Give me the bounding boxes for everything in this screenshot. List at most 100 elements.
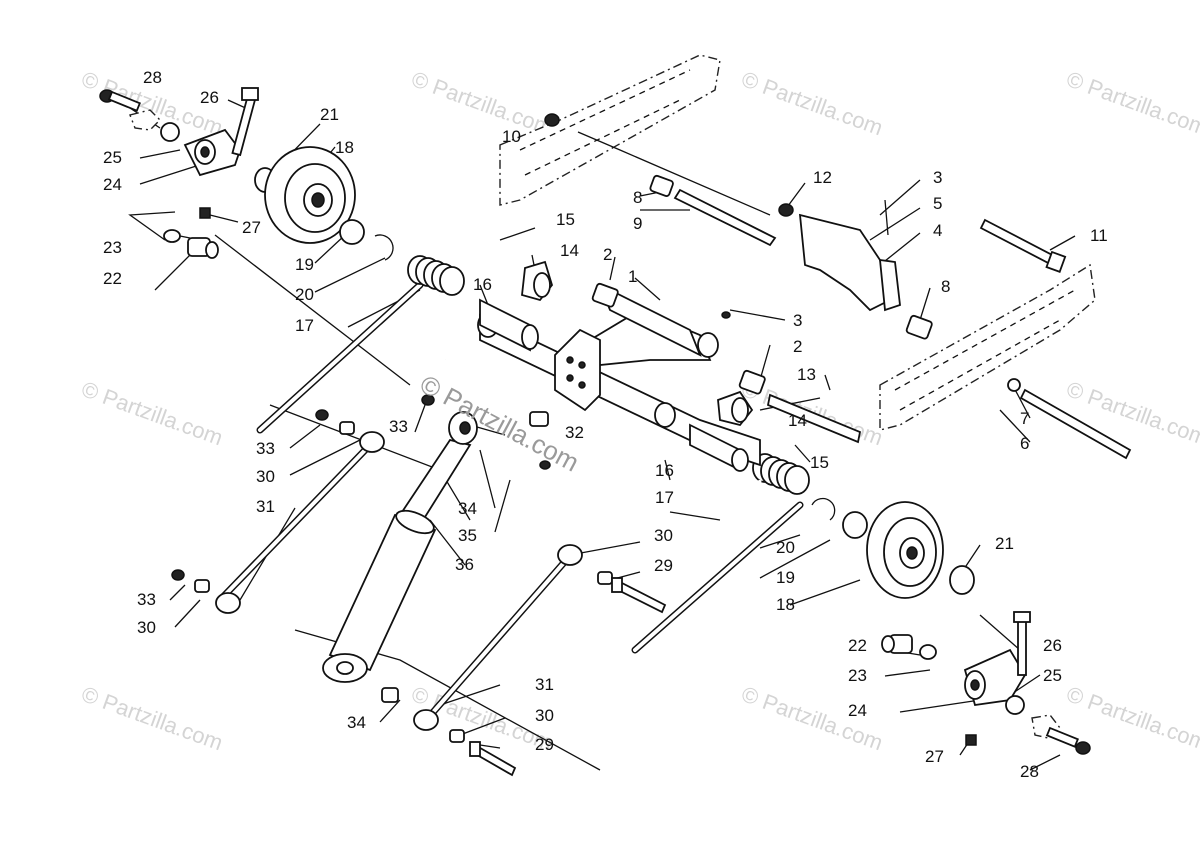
bushing-2-lower	[738, 369, 766, 395]
fitting-3	[721, 311, 731, 319]
axle-bracket-24-left	[183, 128, 242, 177]
spring-17-left	[256, 255, 465, 434]
callout-number: 20	[295, 285, 314, 304]
nut-12	[778, 203, 794, 217]
bumper-14-upper	[521, 260, 553, 302]
spring-17-right	[631, 453, 810, 654]
bolt-28-right	[1045, 726, 1091, 755]
leader-lines	[114, 97, 1076, 771]
rail-shaft-9	[649, 174, 777, 247]
callout-number: 14	[788, 411, 807, 430]
bushing-16-lower	[689, 423, 749, 472]
spacer-25-right	[1005, 695, 1025, 715]
nut-27-right	[965, 734, 977, 746]
watermark: © Partzilla.com	[1063, 66, 1200, 140]
callout-number: 30	[654, 526, 673, 545]
bushing-16-upper	[479, 298, 539, 352]
callout-number: 14	[560, 241, 579, 260]
callout-number: 9	[633, 214, 642, 233]
callout-number: 34	[458, 499, 477, 518]
callout-number: 36	[455, 555, 474, 574]
callout-number: 33	[137, 590, 156, 609]
spacer-25-left	[160, 122, 180, 142]
idler-wheel-18-left	[264, 146, 356, 244]
idler-wheel-18-right	[866, 501, 944, 599]
link-31-upper	[215, 431, 385, 614]
callout-number: 30	[535, 706, 554, 725]
slide-rail-upper	[499, 54, 721, 206]
callout-number: 32	[565, 423, 584, 442]
bolt-26-right	[1013, 611, 1031, 676]
watermark: © Partzilla.com	[1063, 376, 1200, 450]
callout-number: 31	[535, 675, 554, 694]
callout-number: 7	[1020, 409, 1029, 428]
callout-number: 22	[848, 636, 867, 655]
washer-23-left	[163, 229, 181, 243]
callout-number: 27	[925, 747, 944, 766]
bumper-14-lower	[717, 390, 754, 427]
callout-number: 19	[295, 255, 314, 274]
washer-left	[129, 109, 161, 131]
snap-ring-20-right	[811, 497, 836, 521]
small-hardware	[171, 394, 667, 777]
callout-number: 1	[628, 267, 637, 286]
nut-27-left	[199, 207, 211, 219]
callout-number: 26	[1043, 636, 1062, 655]
bearing-19-right	[842, 511, 868, 539]
callout-number: 15	[810, 453, 829, 472]
watermark: © Partzilla.com	[408, 66, 556, 140]
callout-number: 21	[320, 105, 339, 124]
bolt-28-left	[99, 89, 141, 112]
callout-number: 23	[848, 666, 867, 685]
callout-number: 31	[256, 497, 275, 516]
cap-22-right	[881, 634, 913, 654]
bearing-19-left	[339, 219, 365, 245]
watermark: © Partzilla.com	[78, 681, 226, 755]
callout-number: 25	[1043, 666, 1062, 685]
callout-number: 3	[793, 311, 802, 330]
callout-number: 35	[458, 526, 477, 545]
snap-ring-20-left	[374, 234, 394, 261]
shock-absorber-36	[322, 411, 478, 683]
bolt-6	[1007, 378, 1132, 460]
idler-wheel-assembly-right	[811, 497, 1091, 755]
watermark: © Partzilla.com	[78, 376, 226, 450]
callout-number: 21	[995, 534, 1014, 553]
bolt-11	[979, 218, 1067, 273]
callout-number: 19	[776, 568, 795, 587]
callout-number: 24	[103, 175, 122, 194]
callout-number: 20	[776, 538, 795, 557]
callout-number: 6	[1020, 434, 1029, 453]
callout-number: 3	[933, 168, 942, 187]
callout-number: 10	[502, 127, 521, 146]
callout-number: 27	[242, 218, 261, 237]
cap-22-left	[187, 237, 219, 259]
callout-number: 11	[1090, 226, 1108, 245]
nut-10	[544, 113, 560, 127]
callout-number: 17	[655, 488, 674, 507]
callout-number: 2	[603, 245, 612, 264]
callout-number: 18	[335, 138, 354, 157]
callout-number: 30	[137, 618, 156, 637]
link-31-lower	[413, 544, 583, 731]
callout-number: 18	[776, 595, 795, 614]
callout-number: 24	[848, 701, 867, 720]
callout-labels: 28 26 21 18 25 24 27 23 22 19 20 17 10 8…	[103, 68, 1108, 781]
callout-number: 33	[389, 417, 408, 436]
callout-number: 8	[633, 188, 642, 207]
washer-23-right	[919, 644, 937, 660]
callout-number: 34	[347, 713, 366, 732]
callout-number: 26	[200, 88, 219, 107]
arm-plate	[554, 328, 601, 412]
callout-number: 28	[1020, 762, 1039, 781]
axle-bracket-24-right	[963, 648, 1027, 707]
rail-shaft-13	[766, 393, 862, 444]
bracket-4	[798, 199, 901, 312]
callout-number: 2	[793, 337, 802, 356]
callout-number: 23	[103, 238, 122, 257]
bolt-26-left	[231, 87, 259, 157]
bushing-8-right	[905, 314, 933, 340]
callout-number: 17	[295, 316, 314, 335]
callout-number: 22	[103, 269, 122, 288]
